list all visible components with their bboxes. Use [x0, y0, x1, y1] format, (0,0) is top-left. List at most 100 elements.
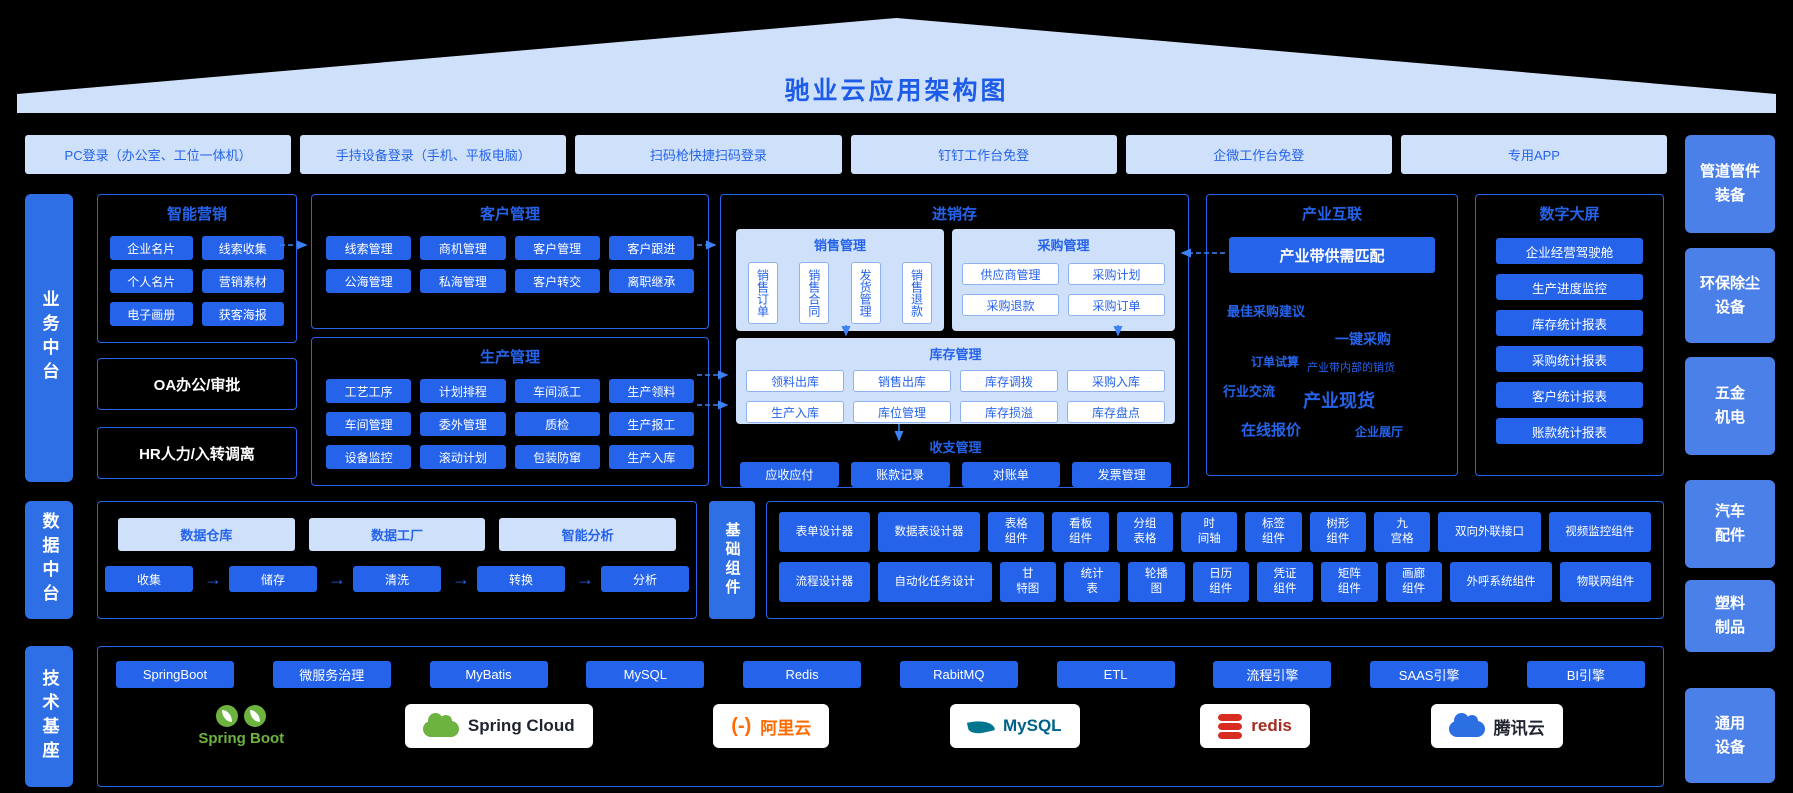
module-chip: 生产领料 — [608, 379, 694, 403]
module-chip: 委外管理 — [420, 412, 506, 436]
erp-box: 进销存 销售管理 销售订单 销售合同 发货管理 销售退款 采购管理 供应商管理 — [720, 194, 1189, 488]
module-chip: 质检 — [514, 412, 600, 436]
industry-tag: 一键采购 — [1335, 331, 1391, 347]
industry-block-plastic: 塑料 制品 — [1685, 580, 1775, 652]
login-method-block: 企微工作台免登 — [1125, 135, 1392, 174]
component-chip: 统计 表 — [1063, 562, 1121, 602]
industry-interconnect-box: 产业互联 产业带供需匹配 最佳采购建议 一键采购 订单试算 产业带内部的销货 行… — [1206, 194, 1458, 476]
section-label-components: 基础组件 — [709, 501, 755, 619]
module-chip: 销售出库 — [853, 370, 951, 392]
module-chip: 生产入库 — [746, 401, 844, 423]
arrow-right-icon: → — [576, 568, 594, 589]
data-stage-block: 智能分析 — [499, 518, 677, 551]
login-method-block: 扫码枪快捷扫码登录 — [575, 135, 842, 174]
module-chip: 工艺工序 — [326, 379, 412, 403]
module-chip: 销售退款 — [901, 262, 932, 324]
inventory-management-title: 库存管理 — [929, 347, 982, 362]
login-method-block: PC登录（办公室、工位一体机） — [25, 135, 292, 174]
purchase-management-title: 采购管理 — [1037, 238, 1090, 253]
tech-chip: ETL — [1056, 661, 1175, 688]
flow-step-chip: 转换 — [477, 566, 565, 592]
data-flow-cell: → 清洗 — [321, 566, 441, 592]
component-chip: 外呼系统组件 — [1449, 562, 1553, 602]
module-chip: 车间派工 — [514, 379, 600, 403]
industry-tag: 企业展厅 — [1355, 425, 1404, 439]
supply-demand-match-button: 产业带供需匹配 — [1229, 237, 1435, 273]
industry-block-auto-parts: 汽车 配件 — [1685, 480, 1775, 568]
module-chip: 营销素材 — [201, 269, 284, 293]
module-chip: 库存损溢 — [960, 401, 1058, 423]
tech-chip: SpringBoot — [116, 661, 234, 688]
smart-marketing-box: 智能营销 企业名片 线索收集 个人名片 营销素材 电子画册 获客海报 — [97, 194, 297, 343]
component-chip: 树形 组件 — [1309, 512, 1366, 552]
data-stage-block: 数据仓库 — [118, 518, 295, 551]
leaf-icon — [216, 705, 239, 727]
logo-row: Spring Boot Spring Cloud (-) 阿里云 MySQL r… — [98, 688, 1663, 748]
spring-cloud-label: Spring Cloud — [467, 716, 575, 735]
industry-tag: 订单试算 — [1251, 355, 1300, 369]
component-chip: 时 间轴 — [1181, 512, 1238, 552]
production-management-box: 生产管理 工艺工序 计划排程 车间派工 生产领料 车间管理 委外管理 质检 生产… — [311, 337, 709, 486]
module-chip: 库位管理 — [853, 401, 951, 423]
component-chip: 数据表设计器 — [877, 512, 981, 552]
redis-label: redis — [1251, 716, 1292, 735]
digital-dashboard-title: 数字大屏 — [1539, 206, 1600, 223]
spring-leaf-icons — [216, 705, 267, 727]
finance-list: 应收应付 账款记录 对账单 发票管理 — [736, 456, 1175, 487]
dolphin-icon — [966, 716, 996, 736]
module-chip: 账款统计报表 — [1496, 418, 1643, 444]
roof-banner: 驰业云应用架构图 — [17, 18, 1776, 113]
module-chip: 离职继承 — [608, 269, 694, 293]
component-chip: 看板 组件 — [1052, 512, 1109, 552]
module-chip: 包装防窜 — [514, 445, 600, 469]
arrow-right-icon: → — [328, 568, 346, 589]
production-management-grid: 工艺工序 计划排程 车间派工 生产领料 车间管理 委外管理 质检 生产报工 设备… — [312, 367, 708, 469]
industry-block-general-equipment: 通用 设备 — [1685, 688, 1775, 783]
module-chip: 获客海报 — [201, 302, 284, 326]
flow-step-chip: 清洗 — [353, 566, 441, 592]
aliyun-logo: (-) 阿里云 — [713, 704, 830, 748]
module-chip: 商机管理 — [420, 236, 506, 260]
tencent-cloud-label: 腾讯云 — [1493, 718, 1545, 738]
finance-section: 收支管理 应收应付 账款记录 对账单 发票管理 — [736, 431, 1175, 487]
finance-title: 收支管理 — [929, 440, 982, 455]
aliyun-bracket-icon: (-) — [731, 714, 752, 737]
erp-title: 进销存 — [931, 206, 977, 223]
data-flow-cell: → 收集 — [105, 566, 193, 592]
data-platform-box: 数据仓库 数据工厂 智能分析 → 收集 → 储存 → — [97, 501, 697, 619]
module-chip: 车间管理 — [326, 412, 412, 436]
module-chip: 采购订单 — [1068, 294, 1165, 316]
section-label-tech: 技术基座 — [25, 646, 73, 787]
customer-management-grid: 线索管理 商机管理 客户管理 客户跟进 公海管理 私海管理 客户转交 离职继承 — [312, 224, 708, 293]
module-chip: 库存调拨 — [960, 370, 1058, 392]
digital-dashboard-list: 企业经营驾驶舱 生产进度监控 库存统计报表 采购统计报表 客户统计报表 账款统计… — [1476, 224, 1663, 444]
module-chip: 企业名片 — [110, 236, 193, 260]
tech-chip: Redis — [743, 661, 862, 688]
module-chip: 公海管理 — [326, 269, 412, 293]
module-chip: 对账单 — [961, 462, 1061, 487]
module-chip: 个人名片 — [110, 269, 193, 293]
data-flow-cell: → 分析 — [569, 566, 689, 592]
production-management-title: 生产管理 — [479, 349, 540, 366]
components-row-2: 流程设计器 自动化任务设计 甘 特图 统计 表 轮播 图 日历 组件 凭证 组件… — [767, 552, 1663, 602]
tech-base-box: SpringBoot 微服务治理 MyBatis MySQL Redis Rab… — [97, 646, 1664, 787]
module-chip: 账款记录 — [850, 462, 950, 487]
smart-marketing-grid: 企业名片 线索收集 个人名片 营销素材 电子画册 获客海报 — [98, 224, 296, 326]
component-chip: 分组 表格 — [1116, 512, 1174, 552]
spring-boot-label: Spring Boot — [198, 730, 285, 747]
sales-management-title: 销售管理 — [813, 238, 866, 253]
module-chip: 库存统计报表 — [1496, 310, 1643, 336]
industry-block-hardware: 五金 机电 — [1685, 357, 1775, 455]
module-chip: 采购入库 — [1067, 370, 1165, 392]
flow-step-chip: 储存 — [229, 566, 317, 592]
component-chip: 甘 特图 — [999, 562, 1056, 602]
module-chip: 销售订单 — [748, 262, 778, 324]
tech-chip: 流程引擎 — [1213, 661, 1332, 688]
redis-stack-icon — [1218, 713, 1243, 739]
module-chip: 企业经营驾驶舱 — [1496, 238, 1643, 264]
module-chip: 滚动计划 — [420, 445, 506, 469]
component-chip: 标签 组件 — [1245, 512, 1302, 552]
component-chip: 视频监控组件 — [1548, 512, 1651, 552]
component-chip: 画廊 组件 — [1385, 562, 1442, 602]
